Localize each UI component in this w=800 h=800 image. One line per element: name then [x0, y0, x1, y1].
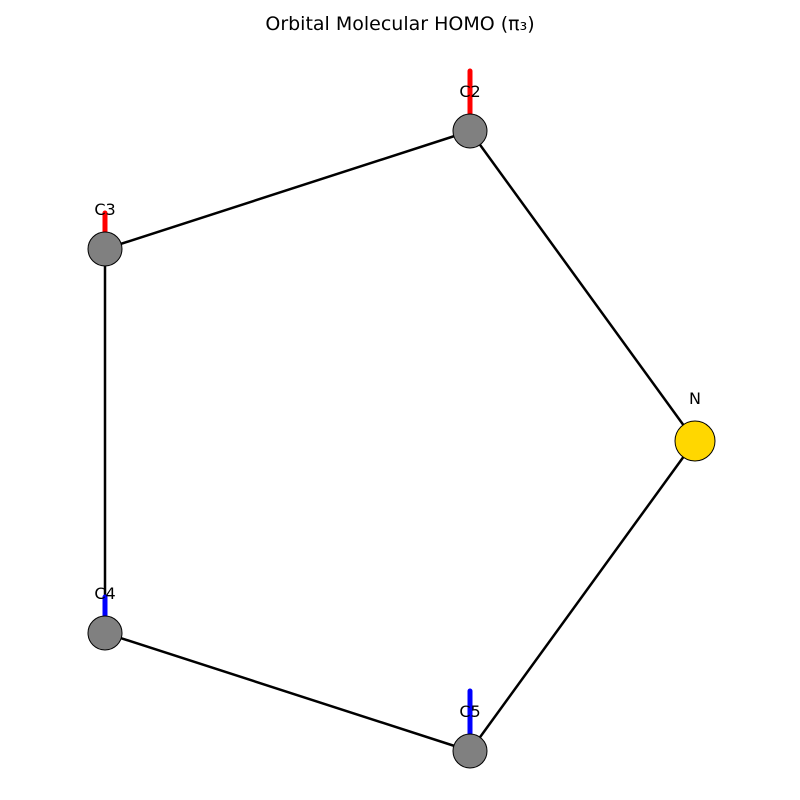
- atom-label-c5: C5: [459, 702, 480, 721]
- bonds-layer: [103, 129, 697, 753]
- atom-n: [674, 420, 716, 462]
- orbital-lobes-layer: [102, 68, 473, 754]
- atom-c4: [87, 615, 123, 651]
- bond-n-c2: [468, 130, 697, 442]
- bond-c5-n: [468, 440, 697, 752]
- atom-label-c4: C4: [94, 584, 115, 603]
- atom-label-c2: C2: [459, 82, 480, 101]
- bond-c4-c5: [104, 631, 471, 753]
- atom-label-c3: C3: [94, 200, 115, 219]
- atom-c2: [452, 113, 488, 149]
- atom-label-n: N: [689, 389, 701, 408]
- diagram-title: Orbital Molecular HOMO (π₃): [265, 13, 534, 35]
- bond-c2-c3: [104, 129, 471, 251]
- atom-c5: [452, 733, 488, 769]
- atom-c3: [87, 231, 123, 267]
- atoms-layer: [87, 113, 716, 769]
